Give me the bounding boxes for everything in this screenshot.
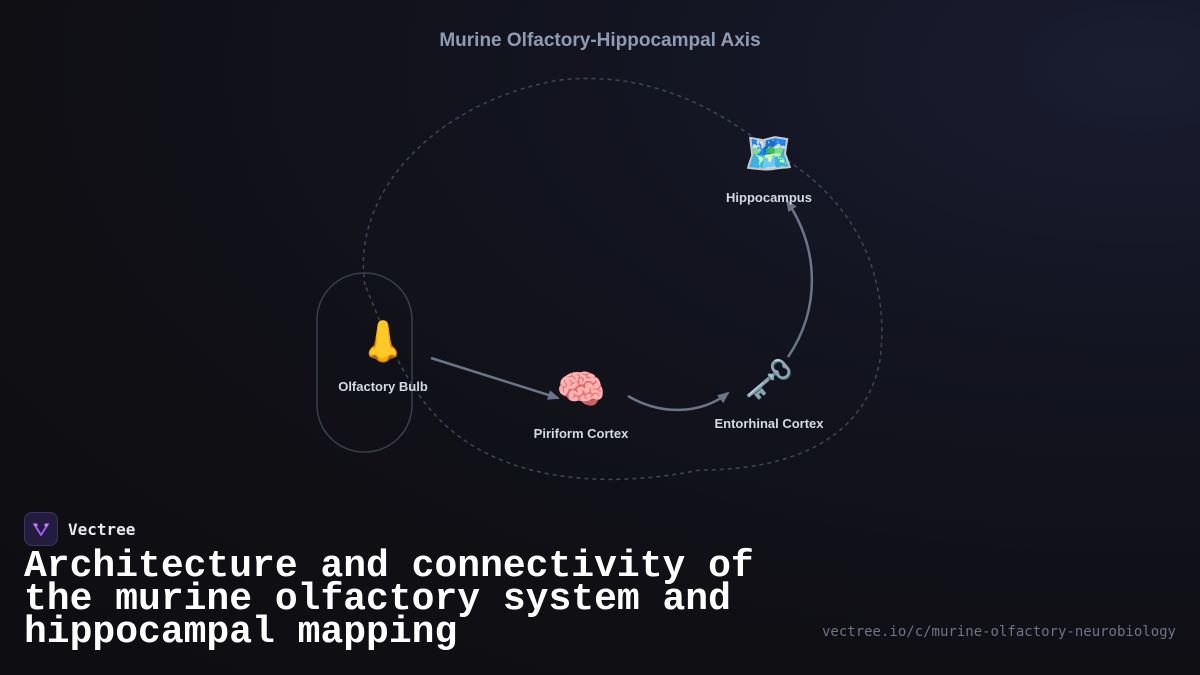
edge-entorhinal-to-hippocampus [785, 199, 814, 358]
dashed-region-boundary [362, 77, 883, 481]
vectree-logo-icon [24, 512, 58, 546]
olfactory-bulb-outline [316, 272, 413, 453]
edge-piriform-to-entorhinal [627, 391, 730, 412]
node-label-olfactory-bulb: Olfactory Bulb [338, 379, 428, 394]
brain-icon: 🧠 [556, 368, 606, 412]
footer-url[interactable]: vectree.io/c/murine-olfactory-neurobiolo… [821, 624, 1176, 640]
headline: Architecture and connectivity of the mur… [24, 545, 754, 654]
map-icon: 🗺️ [744, 132, 794, 176]
node-label-hippocampus: Hippocampus [726, 190, 812, 205]
diagram-title: Murine Olfactory-Hippocampal Axis [439, 30, 761, 51]
node-label-piriform-cortex: Piriform Cortex [533, 426, 629, 441]
brand-name: Vectree [68, 519, 136, 539]
nose-icon: 👃 [358, 320, 408, 364]
brand: Vectree [24, 512, 135, 546]
key-icon: 🗝️ [744, 358, 794, 402]
edge-olfactory-to-piriform [430, 356, 560, 400]
node-label-entorhinal-cortex: Entorhinal Cortex [714, 416, 824, 431]
